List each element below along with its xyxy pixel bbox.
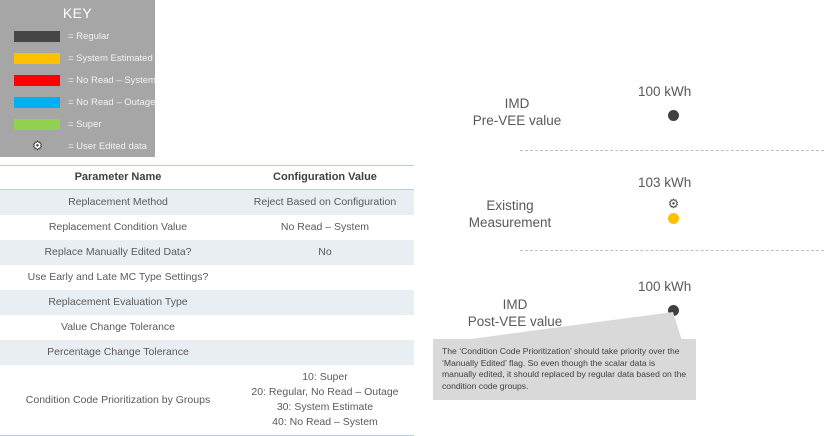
table-row: Condition Code Prioritization by Groups … bbox=[0, 365, 414, 436]
stage-1-marker-dot bbox=[668, 110, 679, 121]
cell-parameter-name: Use Early and Late MC Type Settings? bbox=[0, 265, 236, 290]
table-row: Percentage Change Tolerance bbox=[0, 340, 414, 365]
table-header: Parameter Name Configuration Value bbox=[0, 165, 414, 190]
table-row: Replacement Evaluation Type bbox=[0, 290, 414, 315]
swatch-super bbox=[14, 118, 60, 130]
cell-configuration-value: Reject Based on Configuration bbox=[235, 189, 414, 215]
callout-note: The ‘Condition Code Prioritization’ shou… bbox=[433, 339, 696, 401]
key-item-label: = No Read – Outage bbox=[68, 96, 156, 108]
cell-parameter-name: Percentage Change Tolerance bbox=[0, 340, 236, 365]
key-item-label: = Regular bbox=[68, 30, 110, 42]
table-row: Replacement Condition Value No Read – Sy… bbox=[0, 215, 414, 240]
table-row: Replace Manually Edited Data? No bbox=[0, 240, 414, 265]
column-header-configuration-value: Configuration Value bbox=[235, 165, 414, 190]
table-row: Use Early and Late MC Type Settings? bbox=[0, 265, 414, 290]
key-item-label: = No Read – System bbox=[68, 74, 156, 86]
vee-flow-diagram: 100 kWh IMD Pre-VEE value 103 kWh Existi… bbox=[420, 0, 824, 423]
key-item-super: = Super bbox=[0, 113, 155, 135]
configuration-parameter-table: Parameter Name Configuration Value Repla… bbox=[0, 165, 414, 436]
column-header-parameter-name: Parameter Name bbox=[0, 165, 236, 190]
cell-parameter-name: Replacement Condition Value bbox=[0, 215, 236, 240]
table-body: Replacement Method Reject Based on Confi… bbox=[0, 189, 414, 436]
key-item-label: = User Edited data bbox=[68, 140, 147, 152]
swatch-no-read-outage bbox=[14, 96, 60, 108]
cell-parameter-name: Value Change Tolerance bbox=[0, 315, 236, 340]
swatch-no-read-system bbox=[14, 74, 60, 86]
cell-configuration-value: 10: Super 20: Regular, No Read – Outage … bbox=[235, 365, 414, 436]
cell-configuration-value bbox=[235, 265, 414, 290]
key-item-no-read-system: = No Read – System bbox=[0, 69, 156, 91]
cell-parameter-name: Replace Manually Edited Data? bbox=[0, 240, 236, 265]
stage-3-marker-dot bbox=[668, 305, 679, 316]
stage-2-label: Existing Measurement bbox=[468, 198, 552, 230]
stage-divider-2 bbox=[520, 250, 824, 251]
cell-parameter-name: Replacement Method bbox=[0, 189, 236, 215]
swatch-regular bbox=[14, 30, 60, 42]
cell-configuration-value bbox=[235, 315, 414, 340]
stage-divider-1 bbox=[520, 150, 824, 151]
key-legend-box: KEY = Regular = System Estimated = No Re… bbox=[0, 0, 156, 157]
key-item-no-read-outage: = No Read – Outage bbox=[0, 91, 155, 113]
cell-configuration-value bbox=[235, 340, 414, 365]
stage-1-label: IMD Pre-VEE value bbox=[472, 96, 562, 128]
key-item-system-estimated: = System Estimated bbox=[0, 47, 155, 69]
table-row: Replacement Method Reject Based on Confi… bbox=[0, 189, 414, 215]
stage-2-marker-dot bbox=[668, 213, 679, 224]
stage-2-value-label: 103 kWh bbox=[638, 175, 692, 190]
table-header-row: Parameter Name Configuration Value bbox=[0, 165, 414, 190]
key-item-regular: = Regular bbox=[0, 25, 155, 47]
cell-configuration-value: No Read – System bbox=[235, 215, 414, 240]
swatch-system-estimated bbox=[14, 52, 60, 64]
cell-configuration-value: No bbox=[235, 240, 414, 265]
key-item-user-edited: = User Edited data bbox=[0, 135, 155, 157]
cell-parameter-name: Replacement Evaluation Type bbox=[0, 290, 236, 315]
key-title: KEY bbox=[62, 5, 93, 21]
gear-icon bbox=[14, 140, 60, 153]
cell-parameter-name: Condition Code Prioritization by Groups bbox=[0, 365, 236, 436]
callout-note-text: The ‘Condition Code Prioritization’ shou… bbox=[442, 346, 687, 391]
stage-3-label: IMD Post-VEE value bbox=[467, 297, 563, 329]
stage-3-value-label: 100 kWh bbox=[638, 279, 692, 294]
callout-pointer bbox=[433, 312, 683, 344]
stage-2-user-edited-gear-icon bbox=[667, 198, 680, 216]
cell-configuration-value bbox=[235, 290, 414, 315]
key-item-label: = Super bbox=[68, 118, 102, 130]
key-item-label: = System Estimated bbox=[68, 52, 153, 64]
table-row: Value Change Tolerance bbox=[0, 315, 414, 340]
stage-1-value-label: 100 kWh bbox=[638, 84, 692, 99]
